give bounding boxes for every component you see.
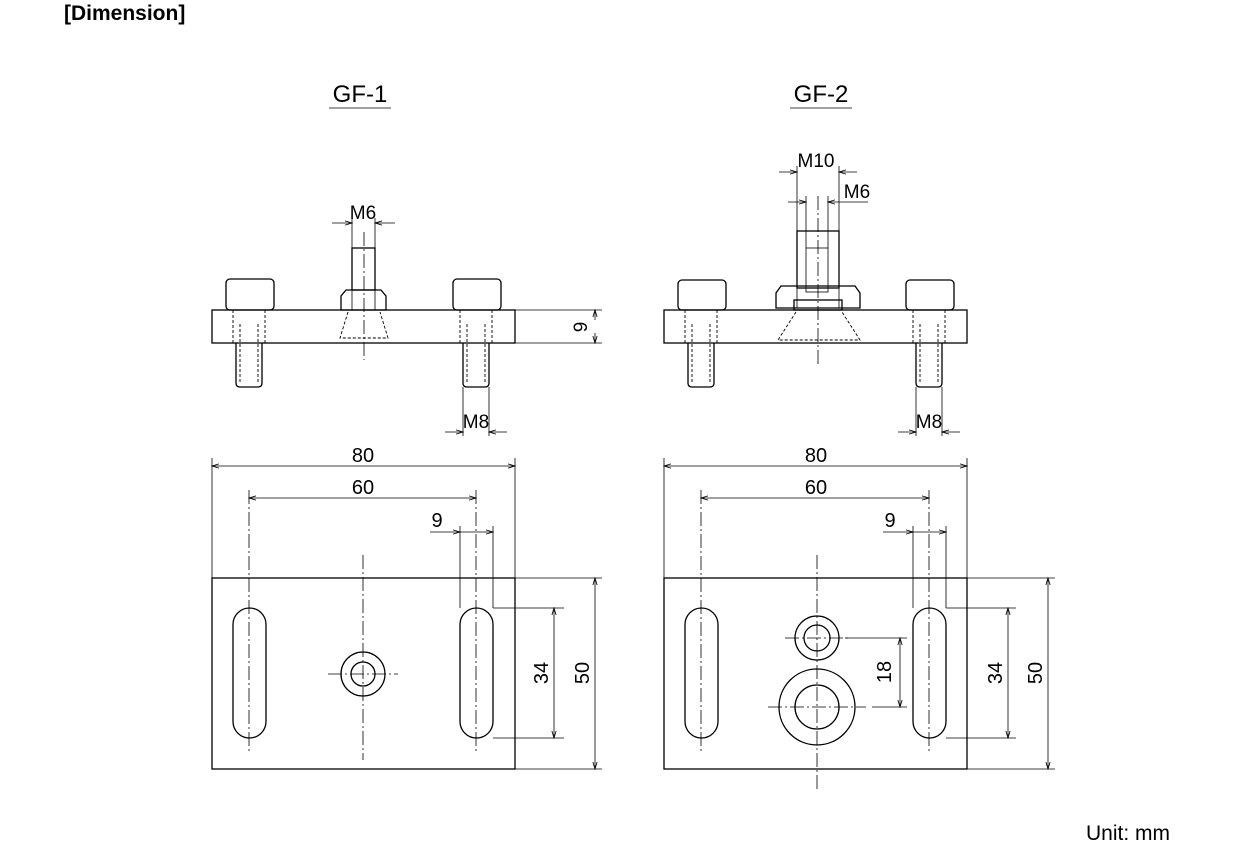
gf1-side-view: M6 9 M8 [211, 203, 602, 436]
gf1-slot-length-label: 34 [531, 662, 553, 684]
gf1-m6-label: M6 [350, 203, 376, 224]
gf1-thickness-label: 9 [571, 322, 592, 333]
gf1-top-view: 80 60 9 34 50 [212, 445, 602, 769]
gf1-m8-label: M8 [463, 412, 489, 433]
gf2-slot-label: 9 [884, 510, 895, 532]
page-title: [Dimension] [64, 2, 186, 25]
gf2-m8-label: M8 [916, 412, 942, 433]
gf2-hole-pitch-label: 18 [874, 661, 896, 683]
gf2-m6-label: M6 [844, 182, 870, 203]
gf2-width-label: 80 [805, 445, 827, 467]
gf2-height-label: 50 [1025, 662, 1047, 684]
gf2-title: GF-2 [794, 81, 849, 108]
gf1-width-label: 80 [352, 445, 374, 467]
gf1-pitch-label: 60 [352, 477, 374, 499]
gf2-top-view: 80 60 9 18 34 50 [664, 445, 1055, 790]
gf2-drawing: GF-2 [664, 81, 1055, 790]
gf2-slot-length-label: 34 [985, 662, 1007, 684]
gf1-height-label: 50 [572, 662, 594, 684]
gf2-m10-label: M10 [798, 151, 835, 172]
unit-label: Unit: mm [1086, 822, 1170, 845]
gf2-pitch-label: 60 [805, 477, 827, 499]
gf1-drawing: GF-1 [212, 81, 602, 769]
gf2-side-view: M10 M6 M8 [663, 151, 968, 436]
gf1-slot-label: 9 [431, 510, 442, 532]
gf1-title: GF-1 [333, 81, 388, 108]
